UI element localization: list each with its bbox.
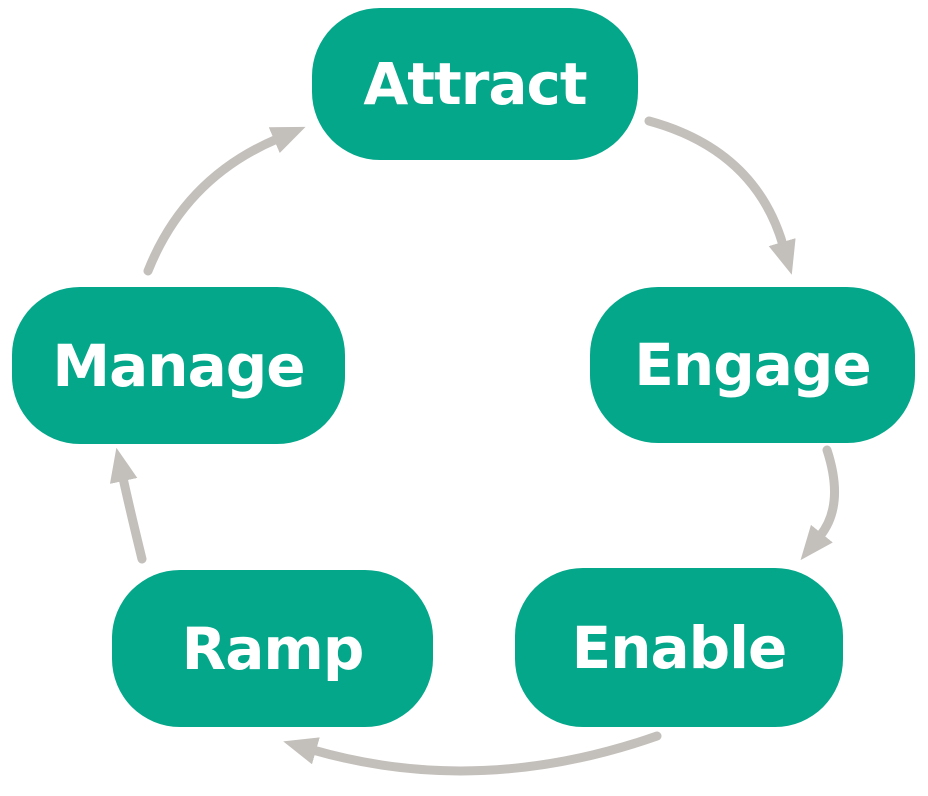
arrow-ramp-to-manage [109,447,147,564]
node-enable: Enable [515,568,843,727]
arrow-attract-to-engage [644,116,796,275]
arrow-engage-to-enable [800,445,840,561]
arrow-manage-to-attract [143,126,306,276]
node-engage-label: Engage [634,331,871,399]
node-attract: Attract [312,8,638,160]
node-manage-label: Manage [52,331,305,400]
node-attract-label: Attract [363,50,587,118]
arrow-enable-to-ramp [283,731,662,776]
node-ramp-label: Ramp [181,614,365,683]
node-ramp: Ramp [112,570,433,727]
node-engage: Engage [590,287,915,443]
node-manage: Manage [12,287,345,444]
node-enable-label: Enable [571,613,788,682]
